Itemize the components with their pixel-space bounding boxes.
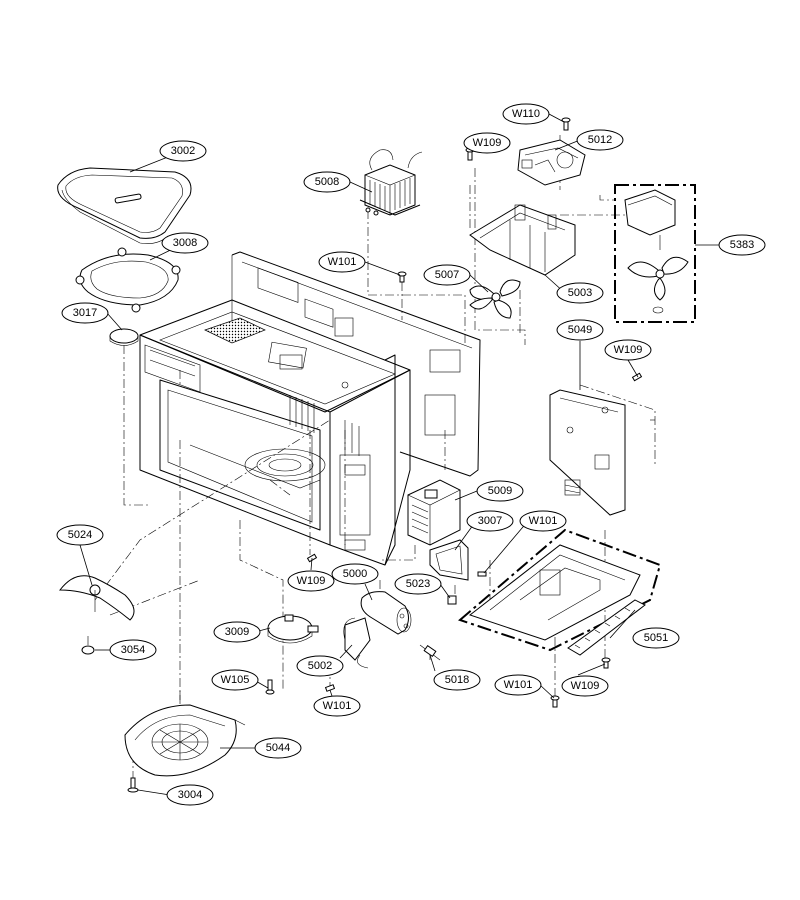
svg-text:W109: W109 <box>571 680 600 692</box>
callout-5012: 5012 <box>576 129 624 151</box>
svg-text:W109: W109 <box>473 137 502 149</box>
callout-5383: 5383 <box>718 234 766 256</box>
base-cover-part <box>124 704 246 777</box>
callout-3002: 3002 <box>159 140 207 162</box>
screw-w109-bottom-right <box>601 657 611 669</box>
callout-w109-right: W109 <box>604 339 652 361</box>
svg-text:5049: 5049 <box>568 324 592 336</box>
callout-5000: 5000 <box>331 563 379 585</box>
svg-text:3004: 3004 <box>178 789 202 801</box>
svg-text:5000: 5000 <box>343 568 367 580</box>
callout-w110: W110 <box>502 103 550 125</box>
damper-motor-part <box>517 139 586 186</box>
glass-tray-part <box>57 167 192 244</box>
stirrer-part <box>58 575 135 621</box>
turntable-motor-part <box>267 614 319 644</box>
svg-text:W109: W109 <box>614 344 643 356</box>
screw-w101-mid <box>477 571 487 577</box>
svg-text:5002: 5002 <box>308 660 332 672</box>
leader-lines <box>79 113 720 796</box>
fuse-part <box>447 595 457 605</box>
callout-5008: 5008 <box>303 171 351 193</box>
fan-blade-part <box>469 279 521 319</box>
callout-w101-bottom-right: W101 <box>494 674 542 696</box>
callout-3017: 3017 <box>61 302 109 324</box>
callout-5003: 5003 <box>556 282 604 304</box>
callout-w101-upper: W101 <box>318 251 366 273</box>
fan-motor-box <box>614 184 696 323</box>
svg-text:5023: 5023 <box>406 578 430 590</box>
callout-5009: 5009 <box>476 480 524 502</box>
svg-text:3008: 3008 <box>173 237 197 249</box>
callout-5044: 5044 <box>254 737 302 759</box>
screw-w101-bottom-right <box>550 695 560 708</box>
screw-3004 <box>127 777 139 793</box>
back-plate-part <box>549 389 626 516</box>
callout-5023: 5023 <box>394 573 442 595</box>
svg-text:5018: 5018 <box>445 674 469 686</box>
svg-text:W110: W110 <box>512 108 540 120</box>
svg-text:5008: 5008 <box>315 176 339 188</box>
capacitor-bracket-part <box>344 617 371 661</box>
callout-5049: 5049 <box>556 319 604 341</box>
callout-3009: 3009 <box>213 621 261 643</box>
screw-w105 <box>265 679 275 695</box>
callout-3008: 3008 <box>161 232 209 254</box>
nut-part <box>81 645 95 655</box>
svg-text:5009: 5009 <box>488 485 512 497</box>
svg-text:5383: 5383 <box>730 239 754 251</box>
callout-3004: 3004 <box>166 784 214 806</box>
callout-w109-lower-left: W109 <box>287 570 335 592</box>
svg-text:W109: W109 <box>297 575 326 587</box>
fan-bracket-part <box>469 204 576 276</box>
svg-text:5051: 5051 <box>644 632 668 644</box>
svg-text:3017: 3017 <box>73 307 97 319</box>
callout-5007: 5007 <box>423 264 471 286</box>
svg-text:3009: 3009 <box>225 626 249 638</box>
screw-w101-upper <box>397 271 407 283</box>
svg-text:5007: 5007 <box>435 269 459 281</box>
svg-text:W101: W101 <box>328 256 357 268</box>
callout-w109-top: W109 <box>463 132 511 154</box>
screw-w110 <box>561 117 571 131</box>
screw-w109-right <box>631 372 643 382</box>
svg-text:5012: 5012 <box>588 134 612 146</box>
diode-part <box>419 644 441 661</box>
screw-w101-lower <box>324 684 336 692</box>
svg-text:5003: 5003 <box>568 287 592 299</box>
roller-ring-part <box>75 247 181 313</box>
svg-text:W101: W101 <box>323 700 352 712</box>
svg-text:5044: 5044 <box>266 742 290 754</box>
svg-text:3007: 3007 <box>478 515 502 527</box>
control-board-assembly <box>458 528 662 656</box>
callout-5024: 5024 <box>56 524 104 546</box>
callout-w101-mid: W101 <box>519 510 567 532</box>
svg-text:W105: W105 <box>221 674 250 686</box>
waveguide-part <box>429 539 469 581</box>
callout-3007: 3007 <box>466 510 514 532</box>
coupler-part <box>109 328 139 346</box>
svg-text:5024: 5024 <box>68 529 92 541</box>
cavity-frame-part <box>139 251 481 566</box>
transformer-part <box>359 149 423 216</box>
callout-5018: 5018 <box>433 669 481 691</box>
svg-text:3002: 3002 <box>171 145 195 157</box>
callout-w109-bottom-right: W109 <box>561 675 609 697</box>
svg-text:W101: W101 <box>504 679 533 691</box>
callout-w105: W105 <box>211 669 259 691</box>
callout-5002: 5002 <box>296 655 344 677</box>
magnetron-part <box>407 479 461 546</box>
callout-3054: 3054 <box>109 639 157 661</box>
capacitor-part <box>343 591 412 669</box>
callout-5051: 5051 <box>632 627 680 649</box>
svg-text:W101: W101 <box>529 515 558 527</box>
callout-w101-lower: W101 <box>313 695 361 717</box>
svg-text:3054: 3054 <box>121 644 145 656</box>
